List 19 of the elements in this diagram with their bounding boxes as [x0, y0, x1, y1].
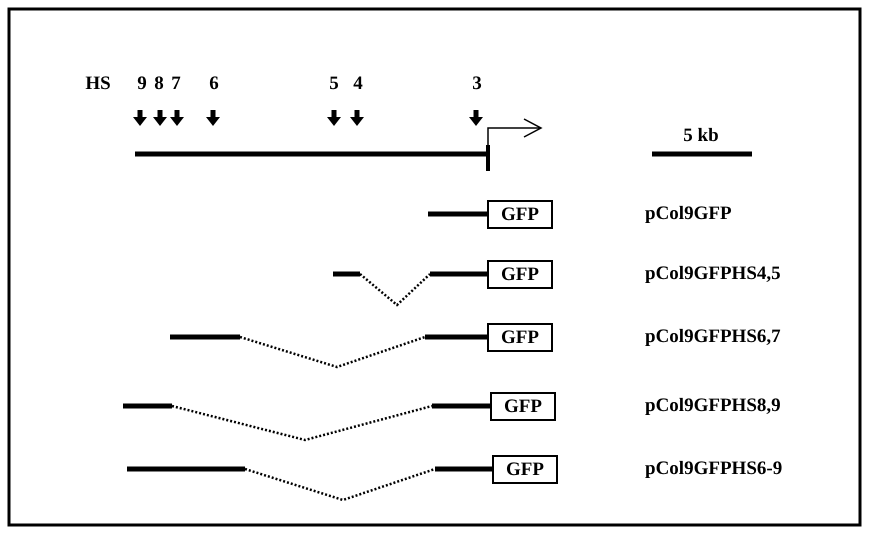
site-number: 4	[353, 73, 363, 95]
reporter-box: GFP	[490, 392, 556, 421]
site-number: 3	[472, 73, 482, 95]
construct-name: pCol9GFPHS4,5	[645, 263, 781, 285]
site-number: 5	[329, 73, 339, 95]
reporter-box: GFP	[487, 200, 553, 229]
site-number: 7	[171, 73, 181, 95]
scale-label: 5 kb	[683, 125, 719, 147]
hs-label: HS	[85, 73, 111, 95]
construct-name: pCol9GFPHS6,7	[645, 326, 781, 348]
construct-name: pCol9GFPHS6-9	[645, 458, 782, 480]
reporter-box: GFP	[487, 323, 553, 352]
site-number: 6	[209, 73, 219, 95]
site-number: 9	[137, 73, 147, 95]
construct-name: pCol9GFPHS8,9	[645, 395, 781, 417]
site-number: 8	[154, 73, 164, 95]
reporter-box: GFP	[492, 455, 558, 484]
construct-name: pCol9GFP	[645, 203, 732, 225]
reporter-box: GFP	[487, 260, 553, 289]
